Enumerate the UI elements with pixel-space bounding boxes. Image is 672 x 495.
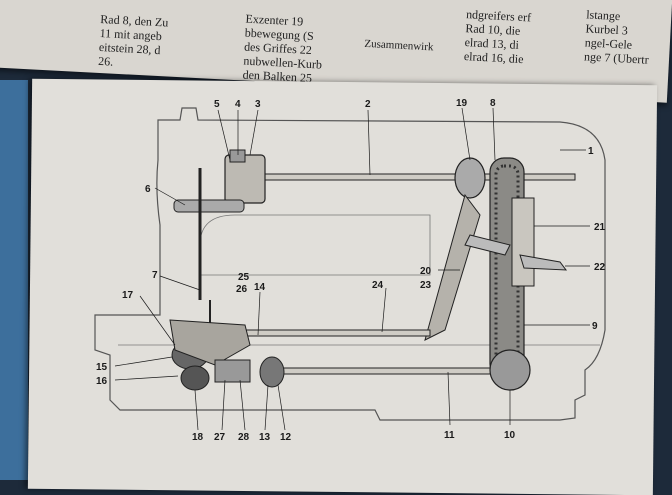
part-label-4: 4: [235, 99, 241, 110]
part-label-7: 7: [152, 270, 158, 281]
part-label-17: 17: [122, 290, 134, 301]
sewing-machine-mechanism-diagram: 1 2 3 4 5 6 7 8 9 10 11 12 13 14 15 16 1…: [94, 98, 606, 443]
part-label-10: 10: [504, 430, 516, 441]
part-label-28: 28: [238, 432, 250, 443]
upper-pulley: [454, 157, 486, 199]
hook-gear: [180, 365, 210, 391]
part-label-13: 13: [259, 432, 271, 443]
part-label-9: 9: [592, 321, 598, 332]
part-label-6: 6: [145, 184, 151, 195]
lower-shaft: [269, 367, 511, 375]
take-up-lever: [173, 199, 245, 213]
leader-lines: [114, 107, 590, 431]
crank-link: [229, 149, 246, 163]
part-label-19: 19: [456, 98, 468, 109]
part-label-11: 11: [444, 430, 455, 441]
rocker-arm: [424, 193, 481, 341]
part-label-2: 2: [365, 99, 371, 110]
part-label-16: 16: [96, 376, 108, 387]
feed-bar: [214, 359, 251, 383]
part-label-8: 8: [490, 98, 496, 109]
part-label-1: 1: [588, 146, 594, 157]
part-label-25: 25: [238, 272, 250, 283]
part-label-12: 12: [280, 432, 292, 443]
part-label-18: 18: [192, 432, 204, 443]
part-label-21: 21: [594, 222, 606, 233]
part-label-27: 27: [214, 432, 226, 443]
part-label-5: 5: [214, 99, 220, 110]
part-label-3: 3: [255, 99, 261, 110]
lower-gear: [259, 356, 285, 388]
book-cover-edge: [0, 80, 28, 480]
arm-inner-outline: [199, 214, 431, 276]
regulator-lever: [519, 254, 568, 271]
machine-housing-outline: [94, 107, 606, 421]
lower-pulley: [489, 349, 531, 391]
bracket-plate: [511, 197, 535, 287]
slotted-link: [464, 234, 511, 256]
feed-dog-bracket: [169, 319, 251, 366]
part-label-20: 20: [420, 266, 432, 277]
part-label-22: 22: [594, 262, 606, 273]
part-label-14: 14: [254, 282, 266, 293]
part-label-23: 23: [420, 280, 432, 291]
part-label-15: 15: [96, 362, 108, 373]
part-label-26: 26: [236, 284, 248, 295]
part-label-24: 24: [372, 280, 384, 291]
